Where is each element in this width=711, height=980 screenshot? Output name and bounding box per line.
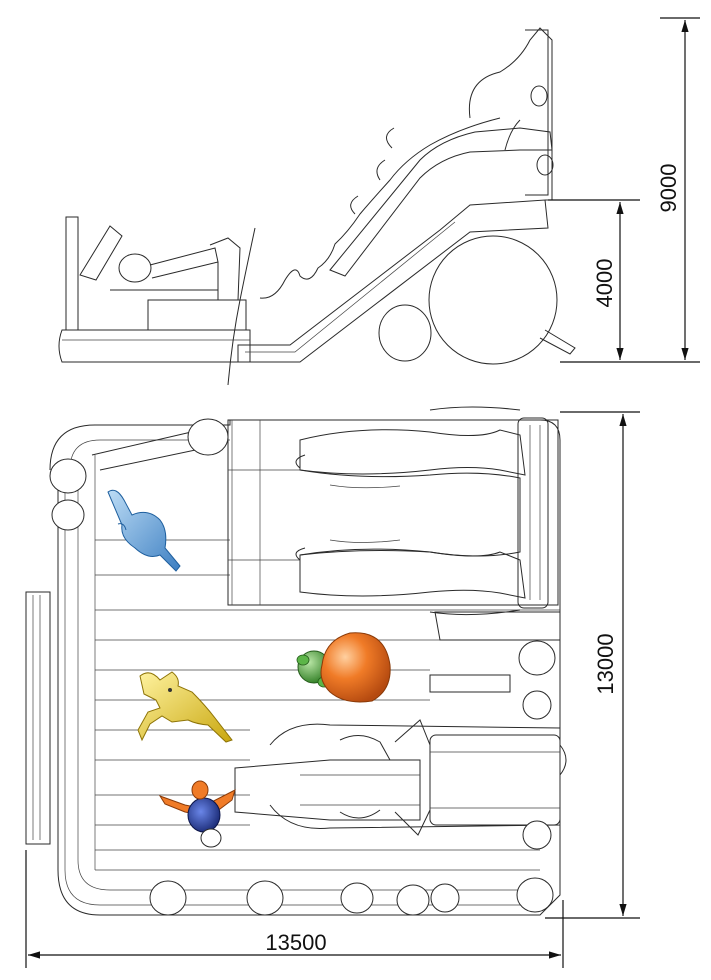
bottom-tube-balls <box>149 820 554 916</box>
blue-dragon-figure <box>107 489 181 572</box>
dimension-label-4000: 4000 <box>592 259 617 308</box>
bird-figure <box>158 780 236 848</box>
yellow-dragon-figure <box>137 671 233 743</box>
dragon-head-top <box>295 406 549 616</box>
dimension-lines <box>25 17 700 968</box>
dimension-label-9000: 9000 <box>656 164 681 213</box>
turtle-and-egg-figure <box>296 632 391 703</box>
dimension-label-13000: 13000 <box>593 633 618 694</box>
plan-view <box>25 406 567 916</box>
side-elevation-view <box>58 27 576 386</box>
dragon-body-top <box>234 719 561 836</box>
dimension-label-13500: 13500 <box>265 930 326 955</box>
